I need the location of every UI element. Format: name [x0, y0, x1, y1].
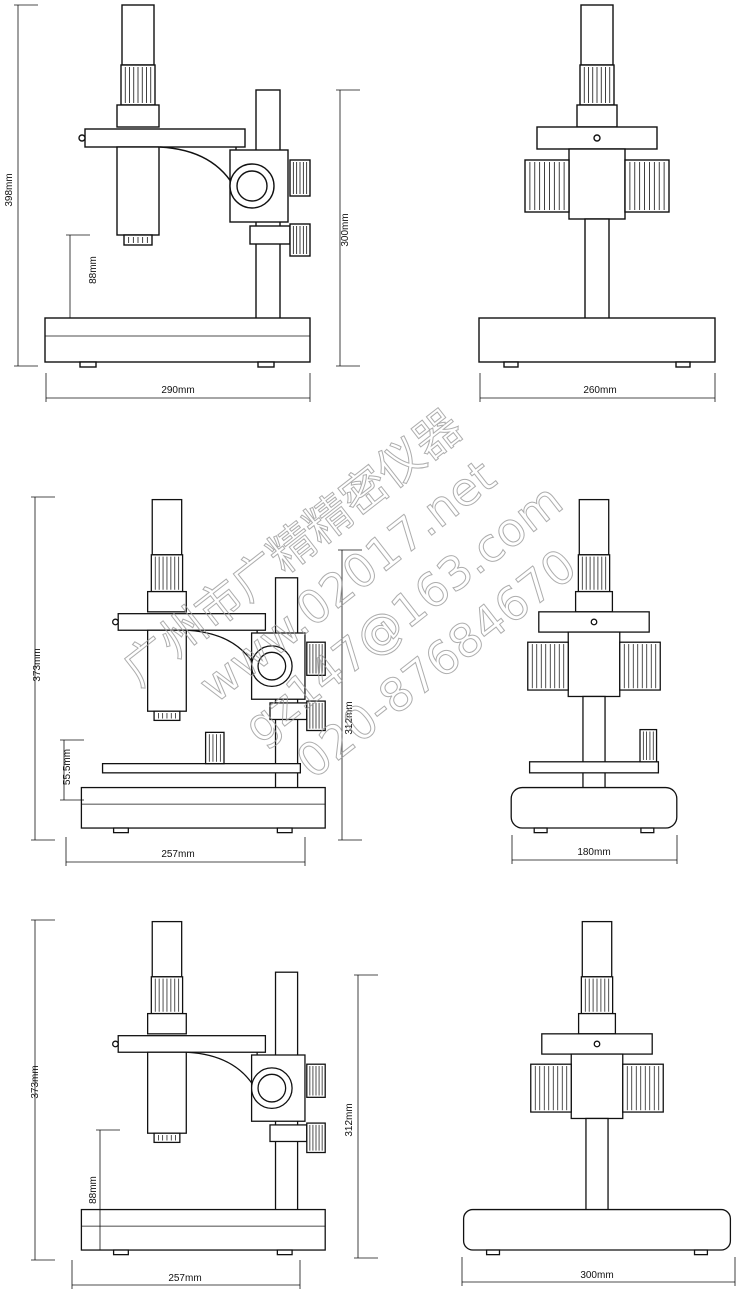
- objective-tube: [116, 146, 160, 236]
- tube-neck: [577, 1012, 617, 1035]
- side-view-2: [80, 498, 326, 834]
- arm: [117, 1035, 267, 1053]
- right-knob: [624, 159, 670, 213]
- foot: [693, 1249, 709, 1256]
- right-knob: [619, 641, 661, 691]
- foot: [79, 361, 97, 368]
- left-knob: [530, 1063, 572, 1113]
- arm-curve: [159, 146, 237, 191]
- tube-neck: [146, 1012, 187, 1035]
- dim-width: 290mm: [161, 385, 194, 396]
- right-knob: [622, 1063, 664, 1113]
- foot: [640, 827, 655, 834]
- tube-neck: [574, 590, 614, 613]
- foot: [112, 827, 129, 834]
- base: [478, 317, 716, 363]
- dim-width: 257mm: [168, 1273, 201, 1284]
- eyepiece-tube: [581, 920, 613, 978]
- dim-width: 300mm: [580, 1270, 613, 1281]
- dim-height: 373mm: [30, 1065, 41, 1098]
- column-clamp: [269, 1124, 308, 1143]
- base: [80, 1208, 326, 1251]
- tube-neck: [146, 590, 187, 613]
- foot: [533, 827, 548, 834]
- eyepiece-tube: [578, 498, 610, 556]
- focus-block: [567, 631, 621, 698]
- objective-tube: [146, 1051, 187, 1134]
- stage: [528, 761, 660, 774]
- foot: [485, 1249, 501, 1256]
- base: [44, 317, 311, 363]
- tube-neck: [116, 104, 160, 128]
- left-knob: [524, 159, 570, 213]
- arm-curve: [187, 1051, 258, 1093]
- base: [510, 786, 678, 829]
- stage-knob: [639, 728, 658, 763]
- focus-block: [568, 148, 626, 220]
- column: [585, 1117, 609, 1212]
- eyepiece-tube: [580, 4, 614, 66]
- foot: [112, 1249, 129, 1256]
- foot: [257, 361, 275, 368]
- foot: [276, 1249, 293, 1256]
- arm-screw: [78, 134, 86, 142]
- base: [462, 1208, 732, 1251]
- side-view-1: [44, 4, 311, 368]
- dim-width: 260mm: [583, 385, 616, 396]
- stage-knob: [204, 731, 225, 765]
- dim-column: 312mm: [344, 1103, 355, 1136]
- dim-width: 180mm: [577, 847, 610, 858]
- foot: [503, 361, 519, 368]
- dimension-labels: 398mm 88mm 300mm 290mm 260mm 373mm 55.5m…: [4, 173, 617, 1284]
- arm-screw: [112, 1040, 119, 1048]
- dim-width: 257mm: [161, 849, 194, 860]
- dim-column: 312mm: [344, 701, 355, 734]
- column: [582, 695, 606, 790]
- dim-height: 373mm: [32, 648, 43, 681]
- column-clamp: [249, 225, 291, 245]
- eyepiece-tube: [151, 498, 183, 556]
- base: [80, 786, 326, 829]
- dim-height: 398mm: [4, 173, 15, 206]
- foot: [276, 827, 293, 834]
- front-view-3: [462, 920, 732, 1256]
- tube-neck: [576, 104, 618, 128]
- arm: [84, 128, 246, 148]
- dim-working-distance: 55.5mm: [62, 749, 73, 785]
- front-view-1: [478, 4, 716, 368]
- eyepiece-tube: [151, 920, 183, 978]
- left-knob: [527, 641, 569, 691]
- dim-working-distance: 88mm: [88, 1176, 99, 1204]
- eyepiece-tube: [121, 4, 155, 66]
- focus-block: [570, 1053, 624, 1120]
- side-view-3: [80, 920, 326, 1256]
- dimension-lines: [14, 4, 736, 1289]
- stage: [101, 762, 302, 774]
- arm-screw: [112, 618, 119, 626]
- dim-working-distance: 88mm: [88, 256, 99, 284]
- front-view-2: [510, 498, 678, 834]
- dim-column: 300mm: [340, 213, 351, 246]
- foot: [675, 361, 691, 368]
- column: [584, 218, 610, 320]
